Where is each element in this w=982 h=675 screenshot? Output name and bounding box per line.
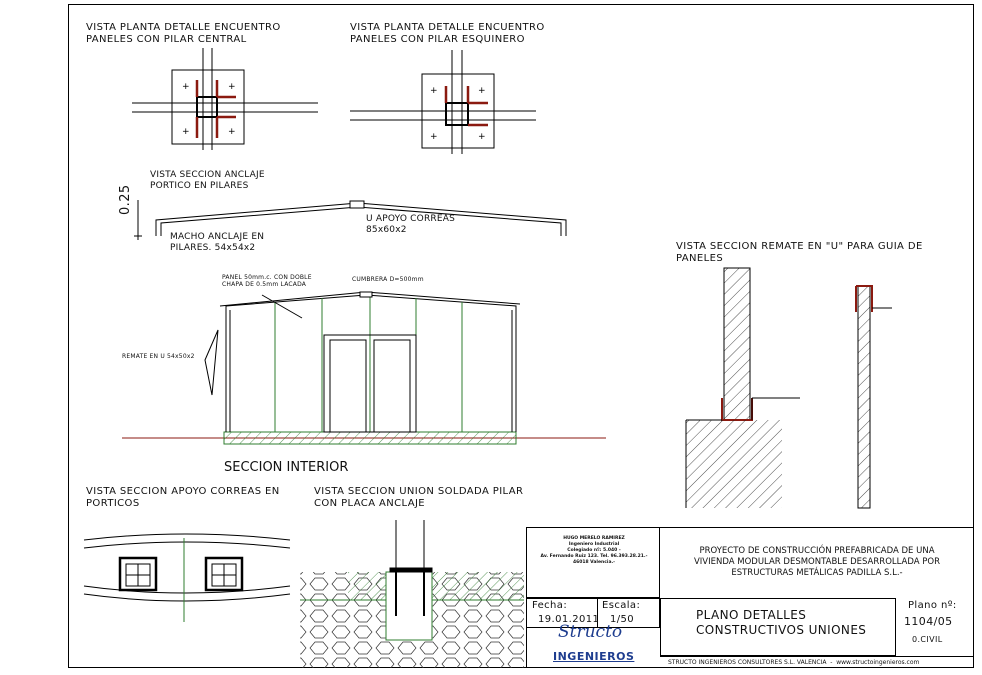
portico-dimension: 0.25 (118, 184, 133, 215)
plano-number: 1104/05 (904, 615, 953, 628)
ridge-note: CUMBRERA D=500mm (352, 276, 424, 283)
footer-divider (660, 656, 974, 657)
remate-title: VISTA SECCION REMATE EN "U" PARA GUIA DE… (676, 241, 923, 264)
logo-text: INGENIEROS (553, 650, 635, 663)
svg-text:+: + (430, 132, 438, 142)
u-apoyo-label: U APOYO CORREAS 85x60x2 (366, 214, 456, 235)
engineer-info: HUGO MERELO RAMIREZ Ingeniero Industrial… (531, 536, 657, 566)
panel-note: PANEL 50mm.c. CON DOBLE CHAPA DE 0.5mm L… (222, 274, 312, 288)
date-scale-box (526, 598, 660, 628)
svg-text:+: + (182, 127, 190, 137)
portico-section (134, 200, 567, 240)
engineer-registration: Colegiado nº: 5.040 - (567, 548, 621, 553)
macho-anclaje-label: MACHO ANCLAJE EN PILARES. 54x54x2 (170, 232, 265, 253)
svg-text:+: + (478, 132, 486, 142)
engineer-role: Ingeniero Industrial (568, 542, 620, 547)
svg-text:+: + (430, 86, 438, 96)
engineer-city: 46018 Valencia.- (572, 560, 616, 565)
apoyo-correas-section (83, 533, 291, 622)
project-description: PROYECTO DE CONSTRUCCIÓN PREFABRICADA DE… (693, 546, 940, 578)
portico-title: VISTA SECCION ANCLAJE PORTICO EN PILARES (150, 170, 265, 191)
engineer-box: HUGO MERELO RAMIREZ Ingeniero Industrial… (526, 527, 660, 598)
fecha-value: 19.01.2011 (538, 614, 600, 625)
central-pillar-title: VISTA PLANTA DETALLE ENCUENTRO PANELES C… (86, 22, 281, 45)
date-scale-divider (597, 598, 598, 628)
remate-note: REMATE EN U 54x50x2 (122, 353, 195, 360)
plano-title-box (660, 598, 896, 656)
interior-section (122, 291, 606, 445)
engineer-address: Av. Fernando Ruiz 123. Tel. 96.393.28.21… (540, 554, 648, 559)
plano-sub: 0.CIVIL (912, 635, 943, 644)
corner-pillar-plan: + + + + (350, 50, 536, 154)
svg-text:+: + (228, 127, 236, 137)
escala-value: 1/50 (610, 614, 635, 625)
svg-text:+: + (478, 86, 486, 96)
union-soldada-section (300, 520, 524, 668)
engineer-name: HUGO MERELO RAMIREZ (563, 536, 625, 541)
escala-label: Escala: (602, 600, 641, 611)
plano-label: Plano nº: (908, 600, 957, 611)
svg-text:+: + (182, 82, 190, 92)
plano-title: PLANO DETALLES CONSTRUCTIVOS UNIONES (696, 608, 867, 637)
apoyo-title: VISTA SECCION APOYO CORREAS EN PORTICOS (86, 486, 280, 509)
fecha-label: Fecha: (532, 600, 568, 611)
footer-text: STRUCTO INGENIEROS CONSULTORES S.L. VALE… (668, 659, 920, 666)
section-title: SECCION INTERIOR (224, 460, 349, 475)
remate-section (685, 267, 892, 509)
logo-script: Structo (558, 622, 623, 642)
union-title: VISTA SECCION UNION SOLDADA PILAR CON PL… (314, 486, 524, 509)
svg-text:+: + (228, 82, 236, 92)
corner-pillar-title: VISTA PLANTA DETALLE ENCUENTRO PANELES C… (350, 22, 545, 45)
central-pillar-plan: + + + + (132, 48, 318, 150)
